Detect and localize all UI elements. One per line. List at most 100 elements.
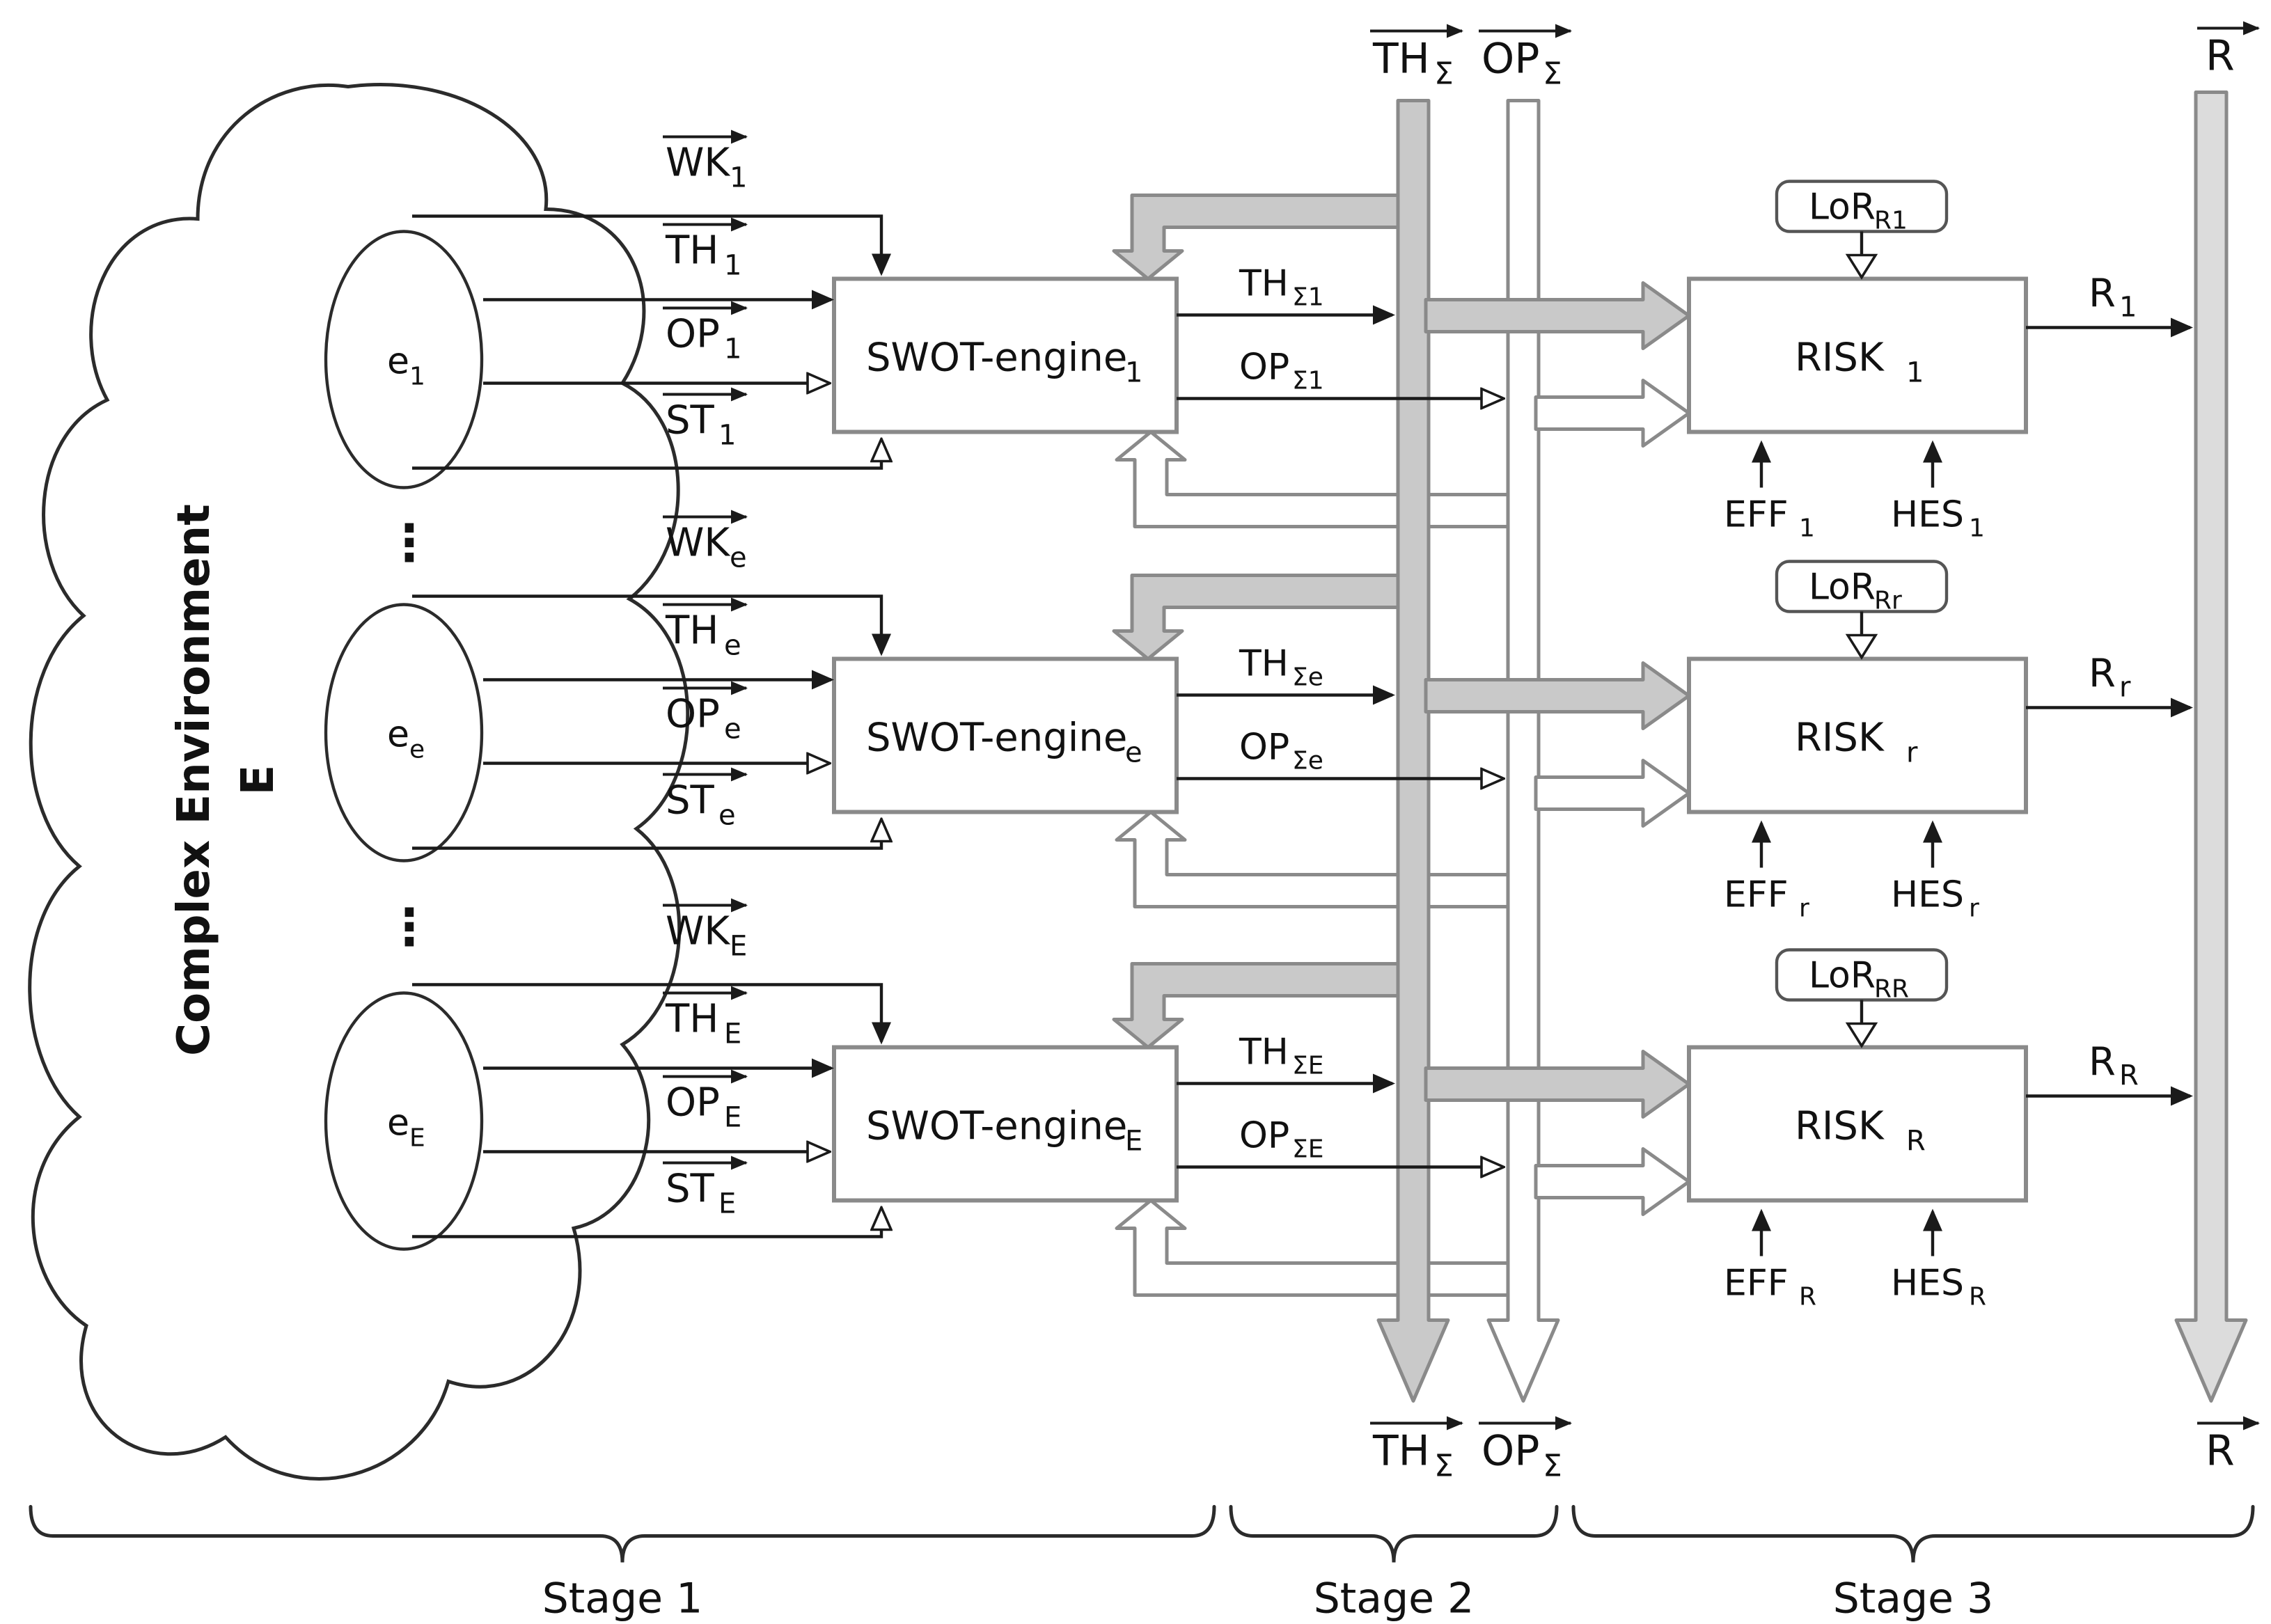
- hes-R-label: HES: [1891, 1263, 1964, 1304]
- r-r-label-sub: r: [2119, 672, 2131, 704]
- swot-engine-E-label-sub: E: [1125, 1126, 1142, 1158]
- eff-R-label: EFF: [1724, 1263, 1789, 1304]
- op-bus-top-label: OP: [1482, 35, 1539, 84]
- th1-label: TH: [665, 228, 718, 274]
- lor1-arrow: [1845, 231, 1878, 280]
- opE-label: OP: [666, 1080, 720, 1126]
- r-bus: [2174, 90, 2248, 1403]
- wkE-label-sub: E: [730, 931, 747, 963]
- stage2-brace: [1229, 1505, 1559, 1563]
- th-feedback-arrow-row3: [1112, 962, 1415, 1049]
- swot-engine-e-label-sub: e: [1125, 737, 1142, 769]
- lorr-arrow: [1845, 611, 1878, 660]
- lorr-arrow-head: [1845, 633, 1878, 660]
- th-feedback-arrow-row1: [1112, 194, 1415, 281]
- op-sigmae-label: OP: [1239, 727, 1289, 768]
- lor-r-label: LoR: [1809, 567, 1876, 608]
- th-to-risk-arrow-row1: [1424, 281, 1691, 350]
- th-feedback-arrow-row2: [1112, 574, 1415, 661]
- r-bus-bottom-label: R: [2206, 1427, 2235, 1476]
- bus-labels: TH Σ OP Σ TH Σ OP Σ R R: [1370, 21, 2260, 1484]
- th1-label-sub: 1: [724, 250, 741, 282]
- opE-label-sub: E: [724, 1102, 741, 1134]
- row2-input-arrows: [412, 594, 891, 850]
- op-feedback-arrow-row2: [1115, 810, 1525, 908]
- risk-R-label: RISK: [1795, 1104, 1885, 1149]
- swot-engine-box-1: [832, 276, 1179, 434]
- swot-engine-box-E: [832, 1045, 1179, 1203]
- risk-box-r: [1687, 656, 2028, 814]
- st1-arrow: [412, 441, 881, 470]
- ope-label: OP: [666, 692, 720, 737]
- ste-label: ST: [666, 778, 715, 823]
- entity-e1-shape: [324, 230, 484, 489]
- r-R-label-sub: R: [2119, 1060, 2139, 1092]
- hes-1-label-sub: 1: [1969, 514, 1985, 543]
- entity-ee-sub: e: [409, 736, 425, 764]
- entity-eE: e E: [324, 991, 484, 1251]
- row1-labels: WK 1 TH 1 OP 1 ST 1 SWOT-engine 1 TH Σ1 …: [663, 129, 2137, 543]
- r-1-label: R: [2089, 271, 2116, 317]
- row3-labels: WK E TH E OP E ST E SWOT-engine E TH ΣE …: [663, 898, 2139, 1311]
- op-sigmaE-label-sub: ΣE: [1292, 1135, 1324, 1164]
- row2-labels: WK e TH e OP e ST e SWOT-engine e TH Σe …: [663, 510, 2131, 923]
- th-to-risk-arrow-row2: [1424, 661, 1691, 730]
- risk-1-label-sub: 1: [1906, 357, 1924, 389]
- entity-eE-shape: [324, 991, 484, 1251]
- op-bus-top-label-sub: Σ: [1543, 56, 1562, 92]
- stage2-label: Stage 2: [1314, 1575, 1475, 1623]
- wk1-arrow: [412, 214, 891, 276]
- thE-label: TH: [665, 997, 718, 1042]
- th-bus-bottom-label: TH: [1372, 1427, 1430, 1476]
- eff-1-label-sub: 1: [1799, 514, 1815, 543]
- op-to-risk-arrow-row3: [1534, 1147, 1691, 1216]
- risk-r-label: RISK: [1795, 716, 1885, 761]
- stE-label-sub: E: [718, 1188, 736, 1220]
- entity-e1-sub: 1: [409, 363, 425, 391]
- eff-r-label: EFF: [1724, 874, 1789, 916]
- wke-label-sub: e: [730, 542, 747, 574]
- op-sigmae-label-sub: Σe: [1292, 747, 1323, 775]
- stage1-label: Stage 1: [542, 1575, 703, 1623]
- entity-ee-shape: [324, 603, 484, 862]
- th-sigmae-label-sub: Σe: [1292, 663, 1323, 692]
- st1-label-sub: 1: [718, 420, 736, 452]
- ste-label-sub: e: [718, 800, 736, 832]
- entity-ee: e e: [324, 603, 484, 862]
- op-feedback-arrow-row3: [1115, 1199, 1525, 1297]
- op1-label-sub: 1: [724, 333, 741, 365]
- eff-R-label-sub: R: [1799, 1283, 1816, 1311]
- risk-r-label-sub: r: [1906, 737, 1918, 769]
- th-bus-top-label: TH: [1372, 35, 1430, 84]
- op-sigma1-label: OP: [1239, 347, 1289, 388]
- eff-1-label: EFF: [1724, 494, 1789, 536]
- th-sigma-bus: [1376, 99, 1450, 1403]
- r-r-label: R: [2089, 652, 2116, 697]
- stage3-label: Stage 3: [1833, 1575, 1994, 1623]
- hes-R-label-sub: R: [1969, 1283, 1986, 1311]
- entity-eE-sub: E: [409, 1124, 425, 1153]
- op-bus-bottom-label: OP: [1482, 1427, 1539, 1476]
- op-sigma1-label-sub: Σ1: [1292, 367, 1324, 395]
- st1-label: ST: [666, 398, 715, 443]
- op-bus-bottom-label-sub: Σ: [1543, 1449, 1562, 1484]
- cloud-title: Complex Environment: [168, 504, 220, 1056]
- th-bus-bottom-label-sub: Σ: [1434, 1449, 1454, 1484]
- op-sigma-bus: [1486, 99, 1560, 1403]
- lor1-arrow-head: [1845, 253, 1878, 280]
- entity-eE-label: e: [387, 1103, 409, 1144]
- swot-engine-1-label-sub: 1: [1125, 357, 1142, 389]
- stage-braces: Stage 1 Stage 2 Stage 3: [29, 1505, 2255, 1623]
- hes-r-label: HES: [1891, 874, 1964, 916]
- op-to-risk-arrow-row1: [1534, 379, 1691, 448]
- the-label-sub: e: [724, 630, 741, 662]
- wk1-label: WK: [666, 141, 730, 186]
- r-R-label: R: [2089, 1040, 2116, 1085]
- wk1-label-sub: 1: [730, 162, 747, 194]
- lor-R-label-sub: RR: [1874, 975, 1909, 1004]
- op-sigmaE-label: OP: [1239, 1115, 1289, 1157]
- wke-arrow: [412, 594, 891, 656]
- stE-arrow: [412, 1209, 881, 1238]
- op-to-risk-arrow-row2: [1534, 759, 1691, 828]
- th-sigma1-label: TH: [1239, 263, 1289, 305]
